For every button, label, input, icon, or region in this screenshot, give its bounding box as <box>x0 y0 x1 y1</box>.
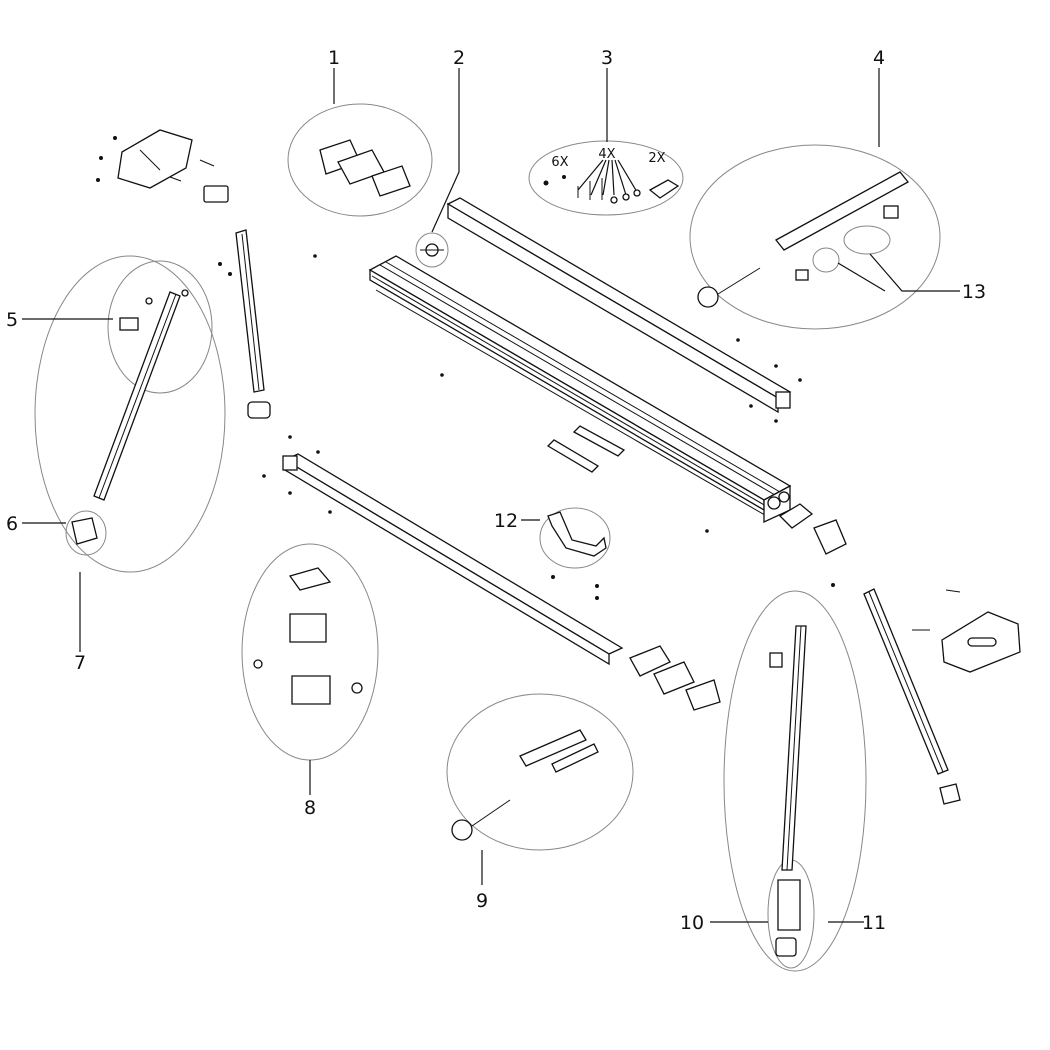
group-2-knob <box>420 243 444 257</box>
callout-1: 1 <box>328 47 340 69</box>
leader-2 <box>431 68 460 233</box>
loose-fasteners <box>218 254 835 600</box>
callout-13: 13 <box>962 281 986 303</box>
right-end-bracket <box>912 589 1021 673</box>
qty-label-6x: 6X <box>551 155 568 170</box>
group-7-ellipse <box>34 255 226 573</box>
group-3-ellipse <box>528 140 684 216</box>
callout-12: 12 <box>494 510 518 532</box>
group-1-ellipse <box>287 103 433 217</box>
callout-10: 10 <box>680 912 704 934</box>
group-11-ellipse <box>723 590 867 972</box>
callout-6: 6 <box>6 513 18 535</box>
right-front-leg <box>769 625 807 957</box>
leader-qty-4x <box>577 159 638 196</box>
callout-5: 5 <box>6 309 18 331</box>
lower-square-tube <box>282 453 624 666</box>
upper-square-tube <box>446 197 792 414</box>
group-9-ellipse <box>446 693 634 851</box>
centre-brackets <box>546 425 626 473</box>
left-front-leg <box>71 289 189 545</box>
group-2-ellipse <box>415 232 449 268</box>
group-8-parts <box>253 567 363 705</box>
callout-3: 3 <box>601 47 613 69</box>
group-3-hardware <box>543 175 680 204</box>
callout-7: 7 <box>74 652 86 674</box>
group-5-ellipse <box>107 260 213 394</box>
group-1-parts <box>319 139 411 197</box>
callout-8: 8 <box>304 797 316 819</box>
callout-11: 11 <box>862 912 886 934</box>
leader-13b <box>837 262 886 292</box>
left-top-bracket <box>96 129 229 203</box>
left-back-leg <box>235 229 271 419</box>
group-9-parts <box>451 729 599 841</box>
right-end-clamp <box>778 503 847 555</box>
qty-label-2x: 2X <box>648 151 665 166</box>
callout-9: 9 <box>476 890 488 912</box>
leader-13a <box>869 253 960 292</box>
group-6-ellipse <box>65 510 107 556</box>
group-12-handle <box>547 511 607 557</box>
group-13-ellipse <box>843 225 891 255</box>
group-12-ellipse <box>539 507 611 569</box>
group-4-ellipse <box>689 144 941 330</box>
right-back-leg <box>863 588 961 805</box>
main-beam <box>368 255 792 524</box>
callout-2: 2 <box>453 47 465 69</box>
qty-label-4x: 4X <box>598 147 615 162</box>
group-13-small-ellipse <box>812 247 840 273</box>
group-4-parts <box>697 171 909 308</box>
lower-end-clamp <box>629 645 721 711</box>
callout-4: 4 <box>873 47 885 69</box>
